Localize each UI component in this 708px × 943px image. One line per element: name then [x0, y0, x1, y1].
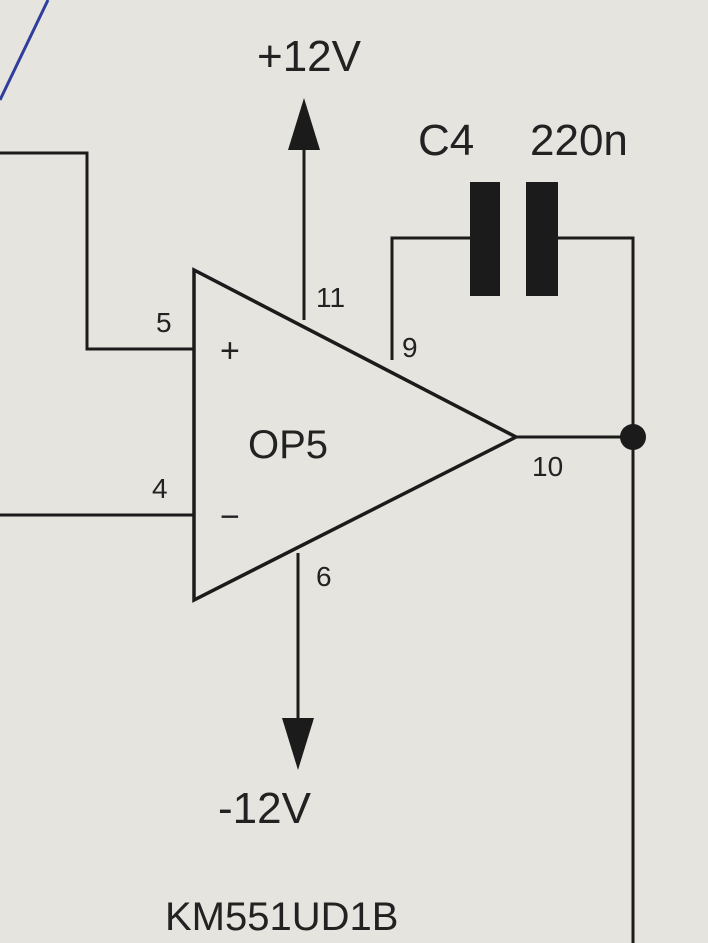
pin-number-6: 6: [316, 561, 332, 592]
pin-number-11: 11: [316, 282, 345, 313]
label-opamp-ref: OP5: [248, 423, 328, 467]
pin-number-4: 4: [152, 473, 168, 504]
minus-sign: −: [220, 498, 240, 536]
wire-feedback-left: [390, 236, 470, 360]
label-negative-supply: -12V: [218, 784, 312, 833]
plus-sign: +: [220, 332, 240, 370]
pin-number-9: 9: [402, 332, 418, 363]
pin-number-10: 10: [532, 451, 563, 482]
pen-mark: [0, 0, 50, 101]
wire-feedback-right: [558, 236, 635, 437]
opamp-triangle: [192, 267, 520, 603]
label-capacitor-ref: C4: [418, 116, 474, 165]
label-capacitor-value: 220n: [530, 116, 628, 165]
capacitor-plate-left: [470, 182, 500, 296]
capacitor-plate-right: [526, 182, 558, 296]
label-positive-supply: +12V: [257, 32, 362, 81]
junction-dot: [620, 424, 646, 450]
label-opamp-part: KM551UD1B: [165, 895, 398, 939]
wire-noninverting-input: [0, 151, 194, 351]
arrow-down-icon: [282, 718, 314, 770]
arrow-up-icon: [288, 98, 320, 150]
pin-number-5: 5: [156, 307, 172, 338]
